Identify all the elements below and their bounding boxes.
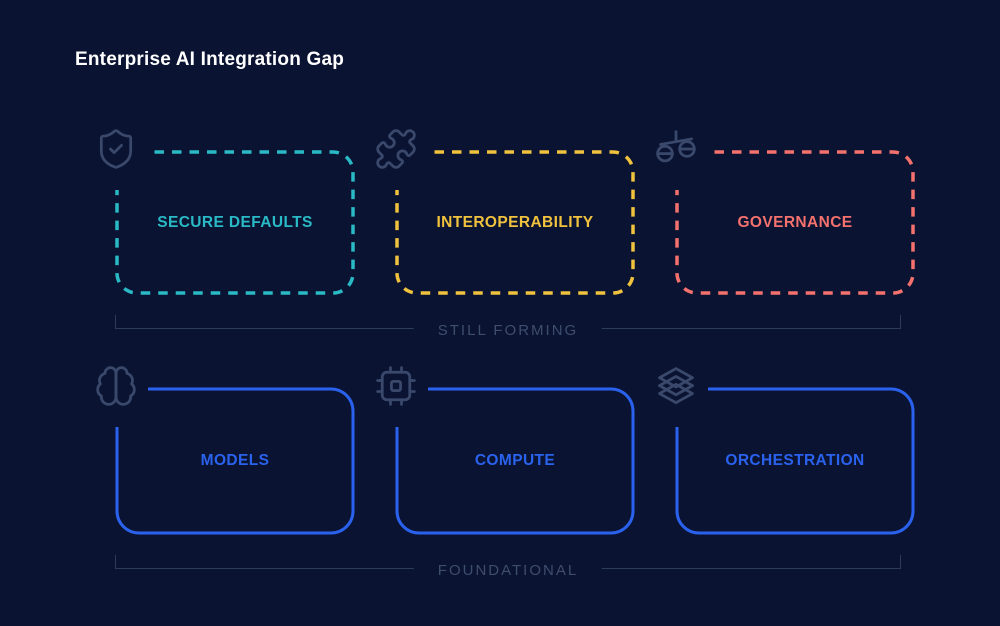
solid-border <box>395 387 635 535</box>
capability-box-orchestration: ORCHESTRATION <box>658 367 915 535</box>
box-label: GOVERNANCE <box>737 213 853 231</box>
dashed-border <box>675 150 915 295</box>
capability-box-interoperability: INTEROPERABILITY <box>376 129 635 295</box>
box-label: INTEROPERABILITY <box>436 213 594 231</box>
group-label-foundational: FOUNDATIONAL <box>413 562 603 579</box>
chip-icon <box>374 364 418 408</box>
puzzle-icon <box>374 127 418 171</box>
border-gap <box>103 375 148 427</box>
solid-border <box>115 387 355 535</box>
brain-icon <box>94 364 138 408</box>
scale-icon <box>654 127 698 171</box>
capability-box-secure-defaults: SECURE DEFAULTS <box>99 129 355 295</box>
page-title: Enterprise AI Integration Gap <box>75 49 345 70</box>
solid-border <box>675 387 915 535</box>
box-label: COMPUTE <box>474 452 556 469</box>
dashed-border <box>115 150 355 295</box>
group-label-still-forming: STILL FORMING <box>413 322 603 339</box>
foundational-bracket: FOUNDATIONAL <box>115 555 901 579</box>
shield-check-icon <box>94 127 138 171</box>
capability-box-models: MODELS <box>96 366 355 535</box>
box-label: SECURE DEFAULTS <box>157 213 313 231</box>
layers-icon <box>654 364 698 408</box>
dashed-border <box>395 150 635 295</box>
capability-box-governance: GOVERNANCE <box>656 130 915 295</box>
box-label: ORCHESTRATION <box>725 452 865 469</box>
capability-box-compute: COMPUTE <box>376 366 635 535</box>
still-forming-bracket: STILL FORMING <box>115 315 901 339</box>
box-label: MODELS <box>200 452 270 469</box>
border-gap <box>663 138 708 190</box>
